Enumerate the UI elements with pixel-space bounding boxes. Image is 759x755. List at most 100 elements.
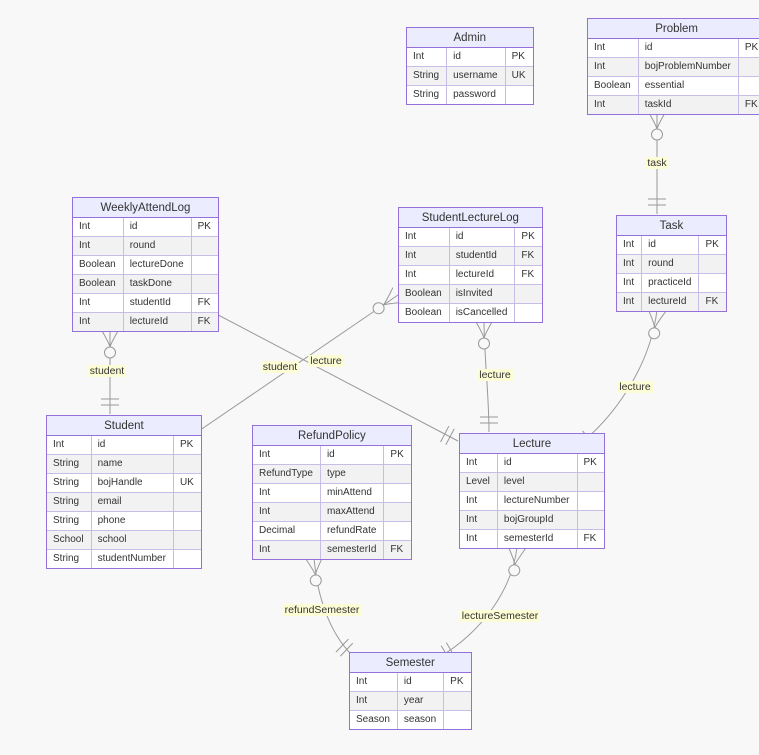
attribute-name-cell: round (122, 236, 191, 255)
attribute-name-cell: semesterId (496, 529, 577, 548)
entity-title: Task (617, 216, 726, 236)
attribute-name-cell: id (396, 673, 444, 691)
attribute-name-cell: id (319, 446, 384, 464)
attribute-key-cell (190, 255, 218, 274)
attribute-type-cell: Int (399, 246, 449, 265)
attribute-name-cell: bojGroupId (496, 510, 577, 529)
attribute-type-cell: Season (350, 710, 397, 729)
attribute-key-cell (514, 303, 542, 322)
attribute-key-cell: PK (172, 436, 201, 454)
attribute-type-cell: Decimal (253, 521, 320, 540)
attribute-type-cell: String (407, 85, 447, 104)
attribute-name-cell: password (446, 85, 505, 104)
attribute-key-cell: PK (190, 218, 218, 236)
attribute-name-cell: lectureId (122, 312, 191, 331)
attribute-name-cell: refundRate (319, 521, 384, 540)
attribute-type-cell: String (47, 511, 91, 530)
relationship-task-lecture (575, 310, 657, 447)
attribute-key-cell (383, 464, 411, 483)
attribute-key-cell: PK (504, 48, 533, 66)
attribute-type-cell: Int (73, 236, 123, 255)
attribute-name-cell: id (90, 436, 173, 454)
attribute-type-cell: String (47, 454, 91, 473)
attribute-name-cell: year (396, 691, 444, 710)
attribute-key-cell (698, 273, 726, 292)
attribute-type-cell: Int (399, 228, 449, 246)
attribute-type-cell: String (407, 66, 447, 85)
attribute-name-cell: level (496, 472, 577, 491)
attribute-name-cell: lectureId (641, 292, 699, 311)
relationship-label-refundpolicy-semester: refundSemester (282, 604, 362, 616)
attribute-type-cell: Int (617, 292, 642, 311)
attribute-key-cell: PK (698, 236, 726, 254)
attribute-type-cell: Int (460, 491, 497, 510)
attribute-key-cell: PK (576, 454, 604, 472)
attribute-key-cell: PK (737, 39, 759, 57)
attribute-name-cell: school (90, 530, 173, 549)
attribute-key-cell (172, 492, 201, 511)
attribute-name-cell: lectureId (448, 265, 515, 284)
attribute-type-cell: Int (399, 265, 449, 284)
attribute-key-cell (514, 284, 542, 303)
attribute-key-cell (190, 236, 218, 255)
attribute-key-cell (172, 530, 201, 549)
attribute-type-cell: Int (253, 502, 320, 521)
attribute-key-cell: FK (576, 529, 604, 548)
attribute-key-cell (737, 57, 759, 76)
attribute-name-cell: minAttend (319, 483, 384, 502)
attribute-type-cell: RefundType (253, 464, 320, 483)
attribute-type-cell: Boolean (73, 274, 123, 293)
attribute-key-cell: FK (514, 265, 542, 284)
attribute-key-cell (383, 483, 411, 502)
entity-title: Lecture (460, 434, 604, 454)
relationship-label-lecture-semester: lectureSemester (459, 610, 541, 622)
attribute-type-cell: Level (460, 472, 497, 491)
attribute-key-cell (737, 76, 759, 95)
attribute-key-cell: FK (737, 95, 759, 114)
attribute-name-cell: essential (637, 76, 738, 95)
attribute-name-cell: type (319, 464, 384, 483)
attribute-type-cell: String (47, 473, 91, 492)
entity-title: StudentLectureLog (399, 208, 542, 228)
attribute-key-cell (576, 472, 604, 491)
attribute-type-cell: Boolean (399, 303, 449, 322)
attribute-name-cell: id (448, 228, 515, 246)
attribute-name-cell: season (396, 710, 444, 729)
attribute-key-cell (576, 510, 604, 529)
attribute-type-cell: String (47, 492, 91, 511)
attribute-key-cell: UK (504, 66, 533, 85)
relationship-label-task-lecture: lecture (617, 381, 653, 393)
entity-title: Student (47, 416, 201, 436)
attribute-name-cell: studentId (448, 246, 515, 265)
attribute-key-cell (504, 85, 533, 104)
attribute-name-cell: studentNumber (90, 549, 173, 568)
attribute-key-cell (172, 549, 201, 568)
attribute-key-cell (383, 521, 411, 540)
attribute-key-cell (383, 502, 411, 521)
attribute-name-cell: id (446, 48, 505, 66)
attribute-name-cell: maxAttend (319, 502, 384, 521)
relationship-label-weeklyattendlog-lecture: lecture (308, 355, 344, 367)
attribute-type-cell: Int (73, 293, 123, 312)
attribute-name-cell: bojHandle (90, 473, 173, 492)
relationship-label-studentlecturelog-student: student (260, 361, 300, 373)
attribute-type-cell: Int (588, 39, 638, 57)
attribute-name-cell: bojProblemNumber (637, 57, 738, 76)
attribute-name-cell: name (90, 454, 173, 473)
attribute-type-cell: String (47, 549, 91, 568)
attribute-name-cell: lectureDone (122, 255, 191, 274)
attribute-type-cell: Int (47, 436, 91, 454)
attribute-type-cell: Int (350, 691, 397, 710)
attribute-name-cell: taskId (637, 95, 738, 114)
attribute-key-cell (576, 491, 604, 510)
attribute-name-cell: id (496, 454, 577, 472)
attribute-name-cell: practiceId (641, 273, 699, 292)
attribute-key-cell (172, 454, 201, 473)
